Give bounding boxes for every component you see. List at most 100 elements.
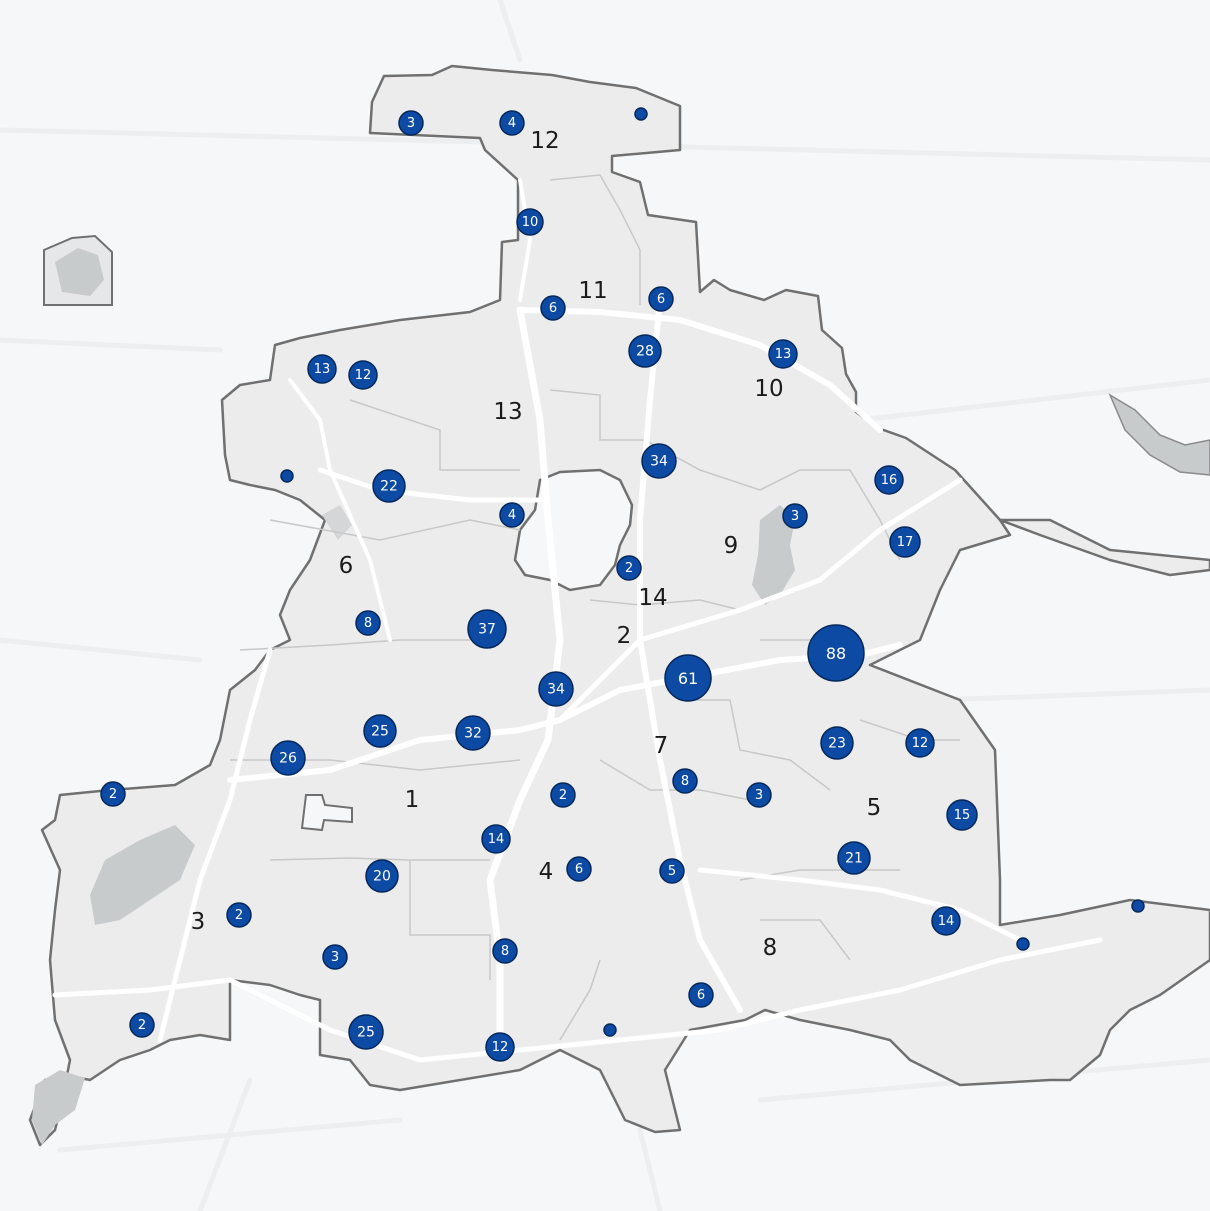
marker-circle[interactable] [616, 555, 642, 581]
count-marker[interactable]: 2 [616, 555, 642, 581]
count-marker[interactable] [280, 469, 294, 483]
marker-circle[interactable] [467, 609, 507, 649]
marker-circle[interactable] [931, 906, 961, 936]
count-marker[interactable]: 25 [363, 714, 397, 748]
count-marker[interactable]: 20 [365, 859, 399, 893]
marker-circle[interactable] [603, 1023, 617, 1037]
marker-circle[interactable] [538, 671, 574, 707]
marker-circle[interactable] [455, 715, 491, 751]
marker-circle[interactable] [100, 781, 126, 807]
marker-circle[interactable] [226, 902, 252, 928]
marker-circle[interactable] [746, 782, 772, 808]
marker-circle[interactable] [628, 334, 662, 368]
count-marker[interactable]: 6 [566, 856, 592, 882]
marker-circle[interactable] [768, 339, 798, 369]
count-marker[interactable]: 10 [516, 208, 544, 236]
marker-circle[interactable] [516, 208, 544, 236]
count-marker[interactable]: 12 [485, 1032, 515, 1062]
marker-circle[interactable] [634, 107, 648, 121]
marker-circle[interactable] [782, 503, 808, 529]
count-marker[interactable]: 3 [782, 503, 808, 529]
count-marker[interactable]: 13 [307, 354, 337, 384]
marker-circle[interactable] [874, 465, 904, 495]
marker-circle[interactable] [1016, 937, 1030, 951]
marker-circle[interactable] [550, 782, 576, 808]
marker-circle[interactable] [837, 841, 871, 875]
marker-circle[interactable] [1131, 899, 1145, 913]
marker-circle[interactable] [905, 728, 935, 758]
marker-circle[interactable] [129, 1012, 155, 1038]
count-marker[interactable] [603, 1023, 617, 1037]
marker-circle[interactable] [348, 360, 378, 390]
marker-circle[interactable] [355, 610, 381, 636]
count-marker[interactable]: 4 [499, 502, 525, 528]
marker-circle[interactable] [566, 856, 592, 882]
marker-circle[interactable] [946, 799, 978, 831]
count-marker[interactable]: 23 [820, 726, 854, 760]
count-marker[interactable]: 6 [688, 982, 714, 1008]
count-marker[interactable] [1016, 937, 1030, 951]
marker-count: 3 [407, 116, 415, 131]
marker-circle[interactable] [499, 502, 525, 528]
count-marker[interactable]: 3 [322, 944, 348, 970]
count-marker[interactable]: 14 [481, 824, 511, 854]
count-marker[interactable]: 6 [648, 286, 674, 312]
count-marker[interactable]: 5 [659, 858, 685, 884]
count-marker[interactable]: 14 [931, 906, 961, 936]
marker-circle[interactable] [307, 354, 337, 384]
count-marker[interactable]: 26 [270, 740, 306, 776]
count-marker[interactable]: 2 [226, 902, 252, 928]
count-marker[interactable]: 12 [905, 728, 935, 758]
marker-circle[interactable] [372, 469, 406, 503]
count-marker[interactable]: 28 [628, 334, 662, 368]
marker-circle[interactable] [641, 443, 677, 479]
marker-circle[interactable] [820, 726, 854, 760]
marker-circle[interactable] [889, 526, 921, 558]
marker-circle[interactable] [481, 824, 511, 854]
marker-circle[interactable] [664, 654, 712, 702]
count-marker[interactable]: 8 [672, 768, 698, 794]
count-marker[interactable]: 6 [540, 295, 566, 321]
count-marker[interactable]: 37 [467, 609, 507, 649]
count-marker[interactable]: 25 [348, 1014, 384, 1050]
count-marker[interactable]: 15 [946, 799, 978, 831]
marker-circle[interactable] [398, 110, 424, 136]
count-marker[interactable] [634, 107, 648, 121]
count-marker[interactable]: 8 [355, 610, 381, 636]
count-marker[interactable]: 8 [492, 938, 518, 964]
marker-circle[interactable] [688, 982, 714, 1008]
marker-circle[interactable] [499, 110, 525, 136]
count-marker[interactable]: 12 [348, 360, 378, 390]
marker-circle[interactable] [540, 295, 566, 321]
marker-circle[interactable] [280, 469, 294, 483]
marker-circle[interactable] [648, 286, 674, 312]
count-marker[interactable]: 88 [807, 624, 865, 682]
count-marker[interactable]: 2 [550, 782, 576, 808]
count-marker[interactable]: 13 [768, 339, 798, 369]
count-marker[interactable]: 22 [372, 469, 406, 503]
marker-circle[interactable] [322, 944, 348, 970]
count-marker[interactable]: 34 [538, 671, 574, 707]
count-marker[interactable]: 4 [499, 110, 525, 136]
marker-circle[interactable] [492, 938, 518, 964]
marker-circle[interactable] [807, 624, 865, 682]
marker-circle[interactable] [672, 768, 698, 794]
count-marker[interactable]: 61 [664, 654, 712, 702]
marker-circle[interactable] [659, 858, 685, 884]
count-marker[interactable]: 17 [889, 526, 921, 558]
marker-circle[interactable] [365, 859, 399, 893]
count-marker[interactable]: 2 [100, 781, 126, 807]
marker-circle[interactable] [348, 1014, 384, 1050]
marker-circle[interactable] [363, 714, 397, 748]
count-marker[interactable]: 32 [455, 715, 491, 751]
count-marker[interactable]: 16 [874, 465, 904, 495]
count-marker[interactable]: 3 [746, 782, 772, 808]
marker-circle[interactable] [485, 1032, 515, 1062]
count-marker[interactable]: 21 [837, 841, 871, 875]
marker-circle[interactable] [270, 740, 306, 776]
count-marker[interactable]: 3 [398, 110, 424, 136]
count-marker[interactable]: 34 [641, 443, 677, 479]
count-marker[interactable]: 2 [129, 1012, 155, 1038]
count-marker[interactable] [1131, 899, 1145, 913]
